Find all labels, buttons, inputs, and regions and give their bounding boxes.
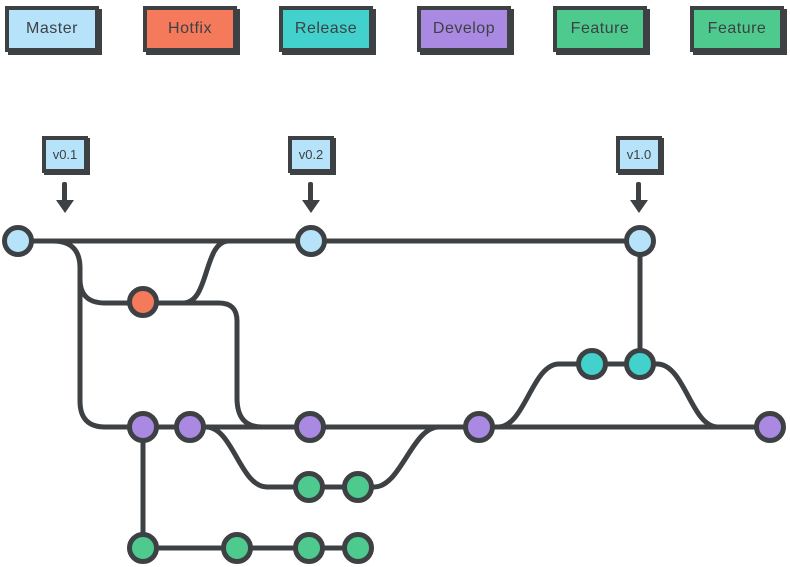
commit-node-release: [624, 348, 656, 380]
commit-node-develop: [294, 411, 326, 443]
down-arrow-icon: [302, 200, 320, 213]
commit-node-feature: [342, 471, 374, 503]
commit-node-master: [2, 225, 34, 257]
down-arrow-icon: [636, 182, 641, 202]
release-line: [495, 361, 643, 430]
hotfix-to-master-merge: [180, 238, 232, 306]
version-tag-label: v0.2: [298, 147, 324, 162]
legend-label: Feature: [570, 20, 630, 37]
down-arrow-icon: [308, 182, 313, 202]
version-tag-v0-2: v0.2: [288, 136, 334, 173]
commit-node-release: [576, 348, 608, 380]
commit-node-feature: [293, 532, 325, 564]
down-arrow-icon: [630, 200, 648, 213]
develop-line: [50, 238, 773, 430]
legend-box-master: Master: [5, 6, 99, 52]
legend-label: Feature: [707, 20, 767, 37]
branch-lines: [15, 238, 773, 551]
legend-label: Develop: [432, 20, 496, 37]
commit-node-feature: [221, 532, 253, 564]
commit-node-master: [624, 225, 656, 257]
version-tag-label: v1.0: [626, 147, 652, 162]
commit-nodes: [2, 225, 786, 564]
legend-box-develop: Develop: [417, 6, 511, 52]
legend-box-hotfix: Hotfix: [143, 6, 237, 52]
release-to-develop-merge: [637, 361, 721, 430]
legend-box-release: Release: [279, 6, 373, 52]
commit-node-develop: [754, 411, 786, 443]
commit-node-master: [295, 225, 327, 257]
down-arrow-icon: [62, 182, 67, 202]
commit-node-develop: [463, 411, 495, 443]
version-tag-v1-0: v1.0: [616, 136, 662, 173]
commit-node-feature: [293, 471, 325, 503]
commit-node-develop: [174, 411, 206, 443]
legend-box-feature-1: Feature: [553, 6, 647, 52]
version-tag-label: v0.1: [52, 147, 78, 162]
legend-label: Hotfix: [168, 20, 212, 37]
hotfix-line-and-develop-merge: [77, 276, 265, 430]
commit-node-develop: [127, 411, 159, 443]
commit-node-feature: [342, 532, 374, 564]
down-arrow-icon: [56, 200, 74, 213]
version-tag-v0-1: v0.1: [42, 136, 88, 173]
legend-box-feature-2: Feature: [690, 6, 784, 52]
legend-label: Master: [26, 20, 78, 37]
commit-node-feature: [127, 532, 159, 564]
legend-label: Release: [294, 20, 358, 37]
commit-node-hotfix: [127, 286, 159, 318]
